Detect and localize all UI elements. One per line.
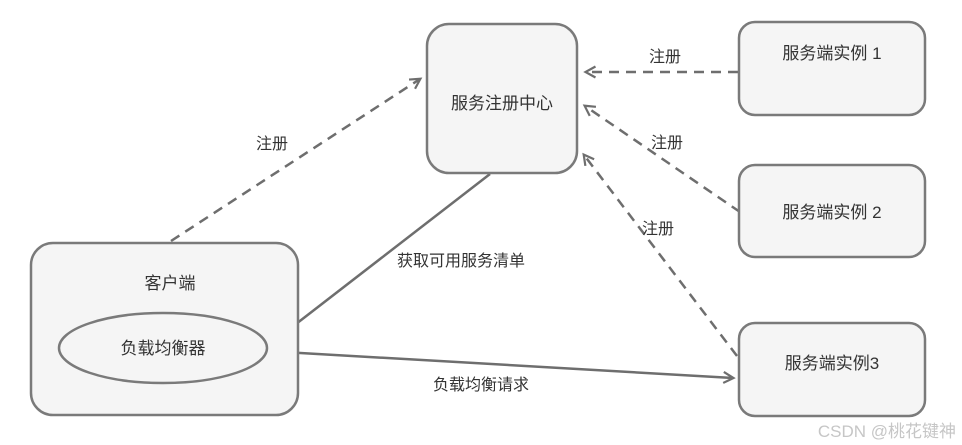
node-client: 客户端 负载均衡器 [29, 241, 300, 417]
edge-label-instance3-register: 注册 [642, 220, 674, 238]
node-server-instance-2: 服务端实例 2 [737, 163, 927, 259]
server-instance-2-box [737, 163, 927, 259]
server-instance-3-box [737, 321, 927, 418]
edge-label-instance2-register: 注册 [651, 134, 683, 152]
server-instance-1-box [737, 20, 927, 117]
edge-label-fetch-service-list: 获取可用服务清单 [397, 252, 525, 270]
service-registry-label: 服务注册中心 [451, 94, 553, 113]
edge-registry-to-load-balancer [271, 173, 491, 343]
load-balancer-label: 负载均衡器 [121, 339, 206, 358]
server-instance-2-label: 服务端实例 2 [782, 203, 881, 222]
edge-load-balancer-to-instance3 [265, 349, 736, 384]
load-balancer-ellipse [57, 311, 269, 385]
server-instance-3-label: 服务端实例3 [785, 354, 879, 373]
node-server-instance-3: 服务端实例3 [737, 321, 927, 418]
node-server-instance-1: 服务端实例 1 [737, 20, 927, 117]
client-label: 客户端 [145, 274, 196, 293]
edge-label-instance1-register: 注册 [649, 48, 681, 66]
edge-label-load-balance-request: 负载均衡请求 [433, 376, 529, 394]
service-registry-box [425, 22, 579, 175]
node-service-registry: 服务注册中心 [425, 22, 579, 175]
edge-label-client-register: 注册 [256, 135, 288, 153]
edge-client-to-registry [170, 77, 423, 243]
edge-instance2-to-registry [582, 104, 741, 214]
server-instance-1-label: 服务端实例 1 [782, 44, 881, 63]
edge-instance3-to-registry [582, 152, 738, 357]
csdn-watermark: CSDN @桃花键神 [818, 422, 956, 441]
